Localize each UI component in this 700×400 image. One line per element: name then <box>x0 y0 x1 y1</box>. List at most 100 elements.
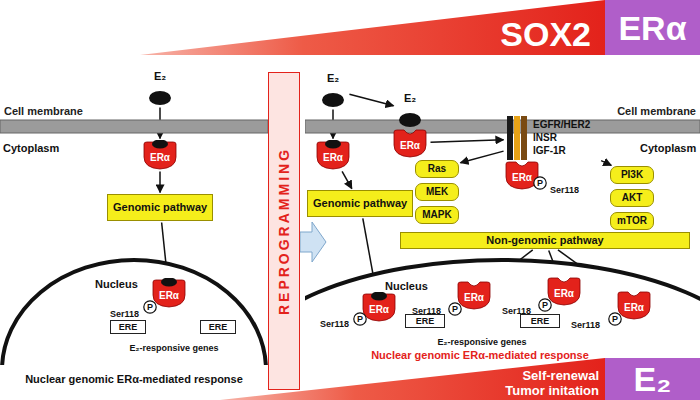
arrow <box>159 172 161 193</box>
node-text: P <box>533 176 547 190</box>
node-text: E₂ <box>154 70 166 83</box>
node-text: ERα <box>314 152 352 164</box>
node-text: MAPK <box>416 207 458 223</box>
ere-box: ERE <box>520 314 560 328</box>
cell-membrane: Cell membrane <box>0 104 268 134</box>
phospho-circle: P <box>353 312 367 326</box>
estradiol-ligand: E₂ <box>145 70 175 106</box>
node-text: SOX2 <box>500 16 591 52</box>
node-text: AKT <box>611 190 653 206</box>
kinase-box: PI3K <box>610 166 654 184</box>
node-text: P <box>353 312 367 326</box>
gradient-wedge: Self-renewal Tumor initation <box>220 358 605 400</box>
kinase-box: MAPK <box>415 206 459 224</box>
receptor-shape: ERα <box>391 128 429 158</box>
label-text: Ser118 <box>412 306 441 316</box>
label-anchor: Ser118 <box>320 313 349 331</box>
label-anchor: E₂-responsive genes <box>437 331 526 349</box>
node-text: Cell membrane <box>617 104 696 118</box>
node-text: INSR <box>533 131 600 144</box>
node-text: Self-renewal Tumor initation <box>489 368 599 398</box>
reprogramming-box: REPROGRAMMING <box>268 72 300 390</box>
node-text: P <box>143 300 157 314</box>
node-text: ERα <box>150 290 188 302</box>
node-text: PI3K <box>611 167 653 183</box>
label-anchor: E₂-responsive genes <box>129 337 218 355</box>
label-anchor: Nuclear genomic ERα-mediated response <box>371 345 589 363</box>
estradiol-ligand: E₂ <box>318 72 348 108</box>
node-text: E₂ <box>404 92 416 105</box>
label-anchor: Ser118 <box>550 179 579 197</box>
node-text: Ras <box>416 161 458 177</box>
label-anchor: Ser118 <box>571 314 600 332</box>
label-text: Ser118 <box>502 306 531 316</box>
node-text: Cell membrane <box>4 104 83 118</box>
gradient-wedge: SOX2 <box>140 0 605 55</box>
label-anchor: Cytoplasm <box>3 138 59 156</box>
label-text: Cytoplasm <box>640 142 696 154</box>
label-text: Nuclear genomic ERα-mediated response <box>25 373 243 385</box>
arrow <box>460 151 503 163</box>
arrow <box>342 171 352 188</box>
node-text: ERα <box>618 11 686 45</box>
label-anchor: Ser118 <box>412 300 441 318</box>
ere-box: ERE <box>405 314 445 328</box>
node-text: ERα <box>141 152 179 164</box>
phospho-circle: P <box>143 300 157 314</box>
node-text: ERα <box>455 292 493 304</box>
arrow <box>601 161 611 166</box>
label-text: Cytoplasm <box>3 142 59 154</box>
ere-box: ERE <box>200 320 236 334</box>
node-text: Nucleus <box>95 278 138 291</box>
pathway-box: Genomic pathway <box>307 190 413 217</box>
kinase-box: Ras <box>415 160 459 178</box>
kinase-box: AKT <box>610 189 654 207</box>
node-text: Genomic pathway <box>113 201 207 214</box>
arrow <box>349 94 393 105</box>
node-text: ERα <box>391 140 429 152</box>
pathway-box: Genomic pathway <box>107 194 213 221</box>
label-text: Ser118 <box>320 319 349 329</box>
phospho-circle: P <box>538 298 552 312</box>
label-text: Ser118 <box>550 185 579 195</box>
label-anchor: Nuclear genomic ERα-mediated response <box>25 369 243 387</box>
receptor-shape: ERα <box>314 140 352 170</box>
node-text: Genomic pathway <box>313 197 407 210</box>
estradiol-ligand: E₂ <box>395 92 425 128</box>
node-text: ERE <box>201 321 235 333</box>
label-anchor: Ser118 <box>502 300 531 318</box>
factor-box: E₂ <box>605 358 700 400</box>
node-text: P <box>608 312 622 326</box>
factor-box: ERα <box>605 0 700 55</box>
node-text: ERE <box>406 315 444 327</box>
nucleus-outline: ERαPERαPERαPERαPEREERENucleus <box>305 250 700 338</box>
receptor-shape: ERα <box>141 140 179 170</box>
kinase-box: MEK <box>415 183 459 201</box>
label-text: Ser118 <box>110 309 139 319</box>
pathway-bar: Non-genomic pathway <box>400 232 690 249</box>
node-text: ERα <box>615 302 653 314</box>
node-text: MEK <box>416 184 458 200</box>
node-text: IGF-1R <box>533 144 600 157</box>
cell-membrane: Cell membrane <box>305 104 700 134</box>
node-text: ERα <box>545 288 583 300</box>
node-text: ERα <box>360 304 398 316</box>
phospho-circle: P <box>533 176 547 190</box>
label-text: E₂-responsive genes <box>129 343 218 353</box>
arrow <box>430 140 503 143</box>
node-text: Non-genomic pathway <box>401 233 689 248</box>
phospho-circle: P <box>608 312 622 326</box>
label-text: Ser118 <box>571 320 600 330</box>
ere-box: ERE <box>110 320 146 334</box>
node-text: P <box>448 302 462 316</box>
label-text: E₂-responsive genes <box>437 337 526 347</box>
node-text: ERE <box>111 321 145 333</box>
label-anchor: Cytoplasm <box>640 138 696 156</box>
node-text: mTOR <box>611 213 653 229</box>
node-text: REPROGRAMMING <box>276 147 292 315</box>
label-anchor: Ser118 <box>110 303 139 321</box>
node-text: P <box>538 298 552 312</box>
receptor-group: EGFR/HER2INSRIGF-1R <box>505 116 600 160</box>
kinase-box: mTOR <box>610 212 654 230</box>
